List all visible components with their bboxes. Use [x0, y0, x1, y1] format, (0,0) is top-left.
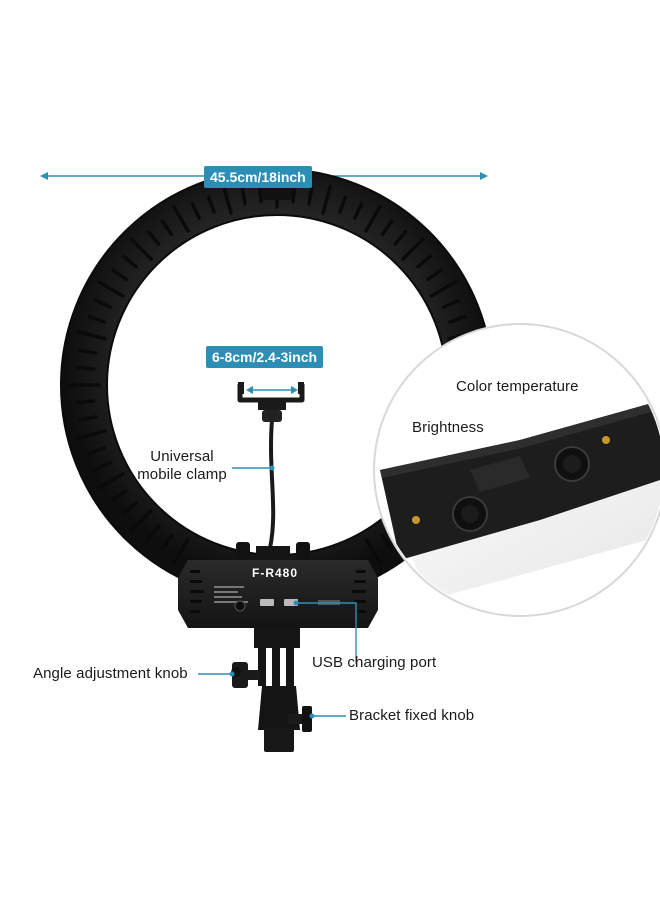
- label-mobile-clamp-line2: mobile clamp: [137, 466, 227, 483]
- ring-ridge: [122, 254, 138, 269]
- ring-ridge: [353, 202, 364, 220]
- clamp-width-tag: 6-8cm/2.4-3inch: [206, 346, 324, 368]
- ring-ridge: [87, 314, 106, 324]
- ring-ridge: [94, 298, 112, 309]
- ring-ridge: [122, 501, 138, 516]
- brightness-knob: [452, 496, 488, 532]
- label-usb-port: USB charging port: [312, 654, 437, 671]
- ring-ridge: [429, 280, 458, 298]
- label-bracket-knob: Bracket fixed knob: [349, 707, 475, 724]
- ring-ridge: [160, 534, 174, 551]
- zoom-inset: [373, 323, 660, 617]
- ring-width-tag: 45.5cm/18inch: [204, 166, 312, 188]
- ring-ridge: [129, 509, 153, 533]
- label-brightness: Brightness: [412, 419, 484, 436]
- ring-ridge: [257, 184, 263, 204]
- ring-ridge: [380, 219, 394, 236]
- ring-ridge: [426, 268, 443, 282]
- ring-ridge: [364, 204, 382, 233]
- label-angle-knob: Angle adjustment knob: [33, 665, 188, 682]
- ring-ridge: [111, 488, 128, 502]
- color-temperature-knob: [554, 446, 590, 482]
- label-mobile-clamp-line1: Universal: [150, 448, 214, 465]
- ring-ridge: [307, 186, 314, 206]
- ring-ridge: [76, 429, 107, 441]
- ring-ridge: [291, 184, 297, 204]
- ring-ridge: [94, 461, 112, 472]
- ring-ridge: [416, 254, 432, 269]
- ring-ridge: [78, 348, 98, 355]
- ring-ridge: [76, 399, 96, 405]
- ring-ridge: [96, 280, 125, 298]
- ring-ridge: [76, 329, 107, 341]
- callout-dots: [229, 465, 315, 719]
- mobile-clamp: [237, 382, 305, 549]
- ring-ridge: [160, 219, 174, 236]
- ring-ridge: [87, 446, 106, 456]
- ring-ridge: [111, 268, 128, 282]
- label-mobile-clamp: Universal mobile clamp: [130, 448, 234, 484]
- ring-ridge: [129, 237, 153, 261]
- ring-ridge: [190, 202, 201, 220]
- control-box: [178, 542, 378, 628]
- model-badge: F-R480: [252, 566, 299, 580]
- ring-ridge: [78, 415, 98, 422]
- ring-ridge: [172, 204, 190, 233]
- clamp-width-arrow: [246, 386, 298, 394]
- ring-ridge: [338, 195, 348, 214]
- ring-ridge: [96, 472, 125, 490]
- ring-ridge: [146, 524, 161, 540]
- ring-ridge: [448, 314, 467, 324]
- ring-ridge: [380, 534, 394, 551]
- ring-ridge: [221, 184, 233, 215]
- mount-bracket: [231, 628, 312, 752]
- ring-ridge: [321, 184, 333, 215]
- ring-ridge: [442, 298, 460, 309]
- ring-ridge: [172, 537, 190, 566]
- ring-ridge: [146, 230, 161, 246]
- label-color-temperature: Color temperature: [456, 378, 579, 395]
- ring-ridge: [240, 186, 247, 206]
- ring-ridge: [401, 237, 425, 261]
- ring-ridge: [206, 195, 216, 214]
- ring-ridge: [76, 365, 96, 371]
- ring-ridge: [364, 537, 382, 566]
- ring-ridge: [393, 230, 408, 246]
